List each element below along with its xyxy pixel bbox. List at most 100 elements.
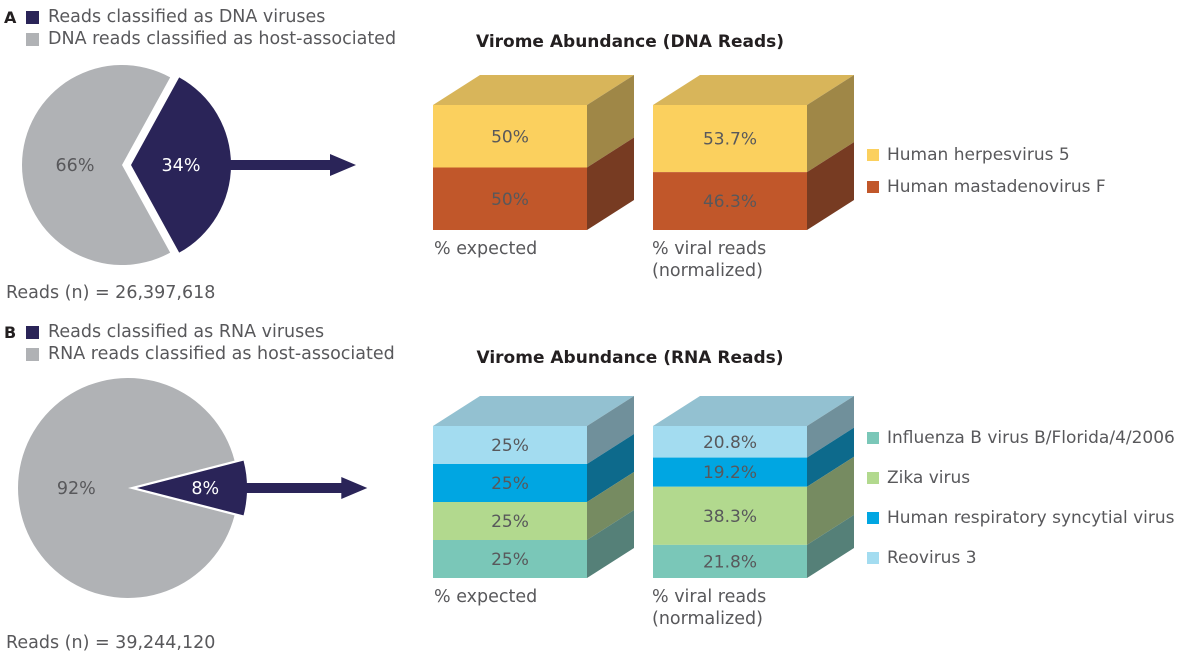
- legend-label: Zika virus: [887, 468, 971, 488]
- bar-segment-value: 25%: [491, 436, 529, 456]
- legend-label: Human mastadenovirus F: [887, 177, 1106, 197]
- bar-segment-value: 25%: [491, 512, 529, 532]
- legend-item: Reovirus 3: [867, 538, 1175, 578]
- bar-segment-value: 20.8%: [703, 433, 757, 453]
- panel-b-legend-right: Influenza B virus B/Florida/4/2006 Zika …: [867, 418, 1175, 578]
- axis-label-normalized-rna: % viral reads (normalized): [652, 587, 767, 630]
- bar-chart-rna: 25% 25% 25% 25% 20.8% 19.2% 38.3% 21.8%: [420, 370, 860, 585]
- legend-swatch-icon: [867, 472, 879, 484]
- bar-segment-value: 25%: [491, 474, 529, 494]
- bar-segment: [433, 464, 587, 502]
- panel-b: B Reads classified as RNA viruses RNA re…: [0, 308, 1200, 658]
- pie-label-host: 66%: [56, 156, 95, 176]
- bar-segment-value: 19.2%: [703, 463, 757, 483]
- bar-segment: [653, 544, 807, 578]
- legend-swatch-icon: [26, 10, 39, 24]
- bar-segment: [653, 426, 807, 458]
- panel-letter-b: B: [4, 323, 17, 342]
- legend-swatch-icon: [867, 149, 879, 161]
- legend-item: Human mastadenovirus F: [867, 171, 1106, 203]
- pie-slice-host: [21, 65, 171, 265]
- panel-a-legend: Reads classified as DNA viruses DNA read…: [26, 6, 396, 50]
- bar-top-face: [653, 396, 854, 426]
- legend-item: Zika virus: [867, 458, 1175, 498]
- pie-slice-virus: [137, 460, 247, 516]
- legend-swatch-icon: [26, 32, 39, 46]
- legend-item: Reads classified as DNA viruses: [26, 6, 396, 28]
- bar-segment-value: 46.3%: [703, 192, 757, 212]
- pie-group: 92% 8%: [18, 378, 368, 598]
- bar-segment: [433, 540, 587, 578]
- legend-label: Reads classified as RNA viruses: [48, 322, 325, 342]
- bar-side-face: [587, 510, 634, 578]
- legend-item: DNA reads classified as host-associated: [26, 28, 396, 50]
- pie-label-virus: 8%: [191, 479, 219, 499]
- bar-top-face: [653, 75, 854, 105]
- pie-chart-dna: 66% 34%: [18, 52, 438, 282]
- bar-segment: [433, 105, 587, 168]
- legend-label: Human respiratory syncytial virus: [887, 508, 1175, 528]
- panel-a-legend-right: Human herpesvirus 5 Human mastadenovirus…: [867, 139, 1106, 203]
- bar-side-face: [807, 142, 854, 230]
- legend-label: Human herpesvirus 5: [887, 145, 1070, 165]
- bar-3d: 25% 25% 25% 25%: [433, 396, 634, 578]
- panel-letter-a: A: [4, 8, 17, 27]
- bar-side-face: [807, 456, 854, 545]
- axis-label-expected-dna: % expected: [434, 239, 538, 259]
- bar-segment-value: 50%: [491, 127, 529, 147]
- legend-label: Reads classified as DNA viruses: [48, 7, 326, 27]
- legend-item: RNA reads classified as host-associated: [26, 343, 395, 365]
- bar-side-face: [587, 472, 634, 540]
- chart-title-dna: Virome Abundance (DNA Reads): [475, 32, 785, 52]
- pie-chart-rna: 92% 8%: [18, 368, 438, 618]
- legend-swatch-icon: [867, 432, 879, 444]
- legend-swatch-icon: [867, 512, 879, 524]
- bar-chart-dna: 50%50%53.7%46.3%: [420, 58, 860, 238]
- reads-note-rna: Reads (n) = 39,244,120: [6, 633, 216, 653]
- bar-segment: [653, 486, 807, 545]
- legend-swatch-icon: [867, 552, 879, 564]
- bar-segment-value: 25%: [491, 550, 529, 570]
- bar-segment-value: 38.3%: [703, 507, 757, 527]
- axis-label-expected-rna: % expected: [434, 587, 538, 607]
- legend-swatch-icon: [867, 181, 879, 193]
- bar-segment: [653, 457, 807, 487]
- chart-title-rna: Virome Abundance (RNA Reads): [476, 348, 784, 368]
- axis-label-normalized-dna: % viral reads (normalized): [652, 239, 767, 282]
- pie-group: 66% 34%: [21, 65, 356, 265]
- bar-side-face: [807, 514, 854, 578]
- pie-label-virus: 34%: [162, 156, 201, 176]
- bar-segment: [433, 167, 587, 230]
- bar-top-face: [433, 75, 634, 105]
- legend-item: Influenza B virus B/Florida/4/2006: [867, 418, 1175, 458]
- pie-slice-host: [18, 378, 235, 598]
- bar-segment: [433, 426, 587, 464]
- bar-3d: 53.7%46.3%: [653, 75, 854, 230]
- legend-label: DNA reads classified as host-associated: [48, 29, 397, 49]
- legend-swatch-icon: [26, 347, 39, 361]
- bar-segment: [653, 105, 807, 173]
- bar-side-face: [807, 75, 854, 173]
- panel-a: A Reads classified as DNA viruses DNA re…: [4, 6, 1106, 303]
- bar-segment: [653, 172, 807, 230]
- panel-b-legend: Reads classified as RNA viruses RNA read…: [26, 321, 395, 365]
- bar-top-face: [433, 396, 634, 426]
- bar-side-face: [587, 75, 634, 168]
- bar-side-face: [587, 137, 634, 230]
- legend-item: Human respiratory syncytial virus: [867, 498, 1175, 538]
- bar-3d: 20.8% 19.2% 38.3% 21.8%: [653, 396, 854, 578]
- reads-note-dna: Reads (n) = 26,397,618: [6, 283, 216, 303]
- legend-item: Human herpesvirus 5: [867, 139, 1106, 171]
- pie-label-host: 92%: [57, 479, 96, 499]
- bar-segment: [433, 502, 587, 540]
- bar-3d: 50%50%: [433, 75, 634, 230]
- bar-side-face: [587, 396, 634, 464]
- bar-side-face: [807, 396, 854, 458]
- flow-arrow-icon: [224, 154, 356, 176]
- bar-segment-value: 21.8%: [703, 552, 757, 572]
- bar-side-face: [587, 434, 634, 502]
- flow-arrow-icon: [239, 477, 368, 499]
- pie-slice-virus: [131, 77, 232, 253]
- legend-label: Influenza B virus B/Florida/4/2006: [887, 428, 1175, 448]
- bar-side-face: [807, 427, 854, 487]
